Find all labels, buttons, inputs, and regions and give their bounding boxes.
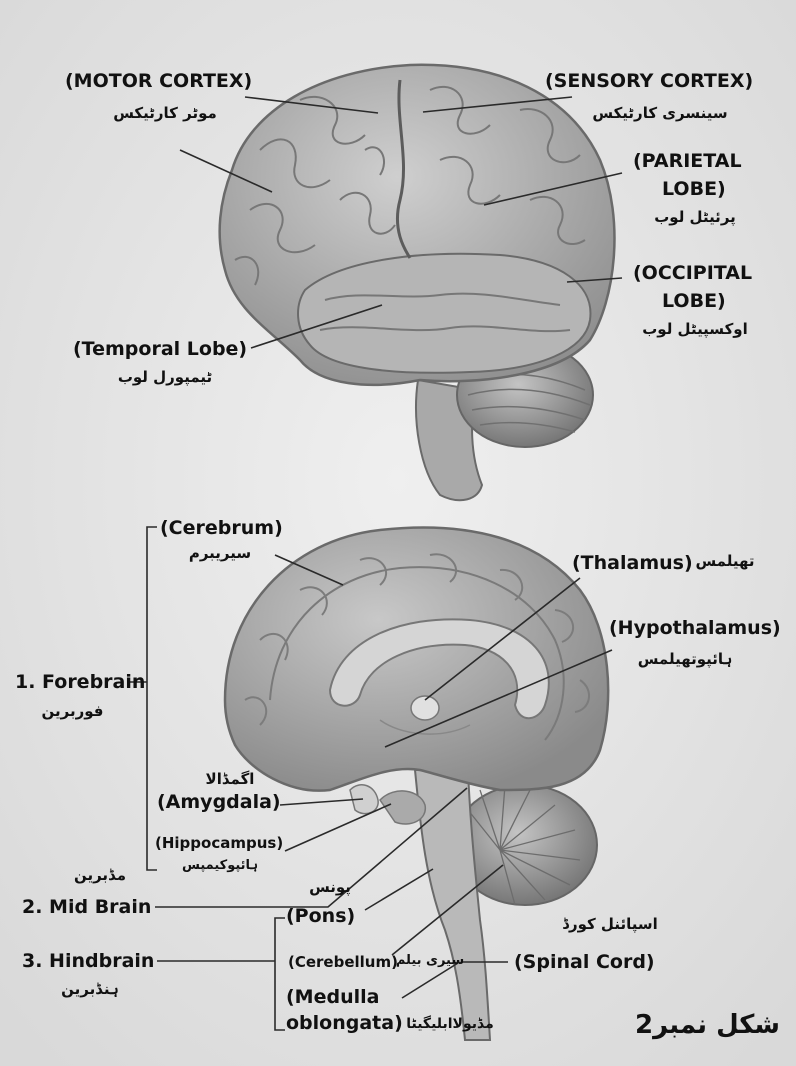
label-thalamus-urdu: تھیلمس (690, 552, 760, 570)
label-pons-urdu: پونس (290, 878, 370, 896)
temporal-lobe-shape (298, 254, 590, 373)
label-forebrain-urdu: فوربرین (20, 702, 125, 720)
label-medulla-urdu: مڈیولاابلیگیٹا (395, 1015, 505, 1033)
label-sensory-cortex: (SENSORY CORTEX) (545, 70, 753, 92)
label-cerebellum-urdu: سیری بیلم (395, 952, 465, 970)
label-spinal-cord-urdu: اسپائنل کورڈ (550, 915, 670, 933)
label-cerebrum: (Cerebrum) (160, 517, 283, 539)
label-hindbrain-urdu: ہنڈبرین (40, 980, 140, 998)
label-parietal-urdu: پرئیٹل لوب (640, 208, 750, 226)
label-temporal-lobe: (Temporal Lobe) (73, 338, 247, 360)
label-parietal-line2: LOBE) (662, 178, 726, 200)
label-cerebrum-urdu: سیریبرم (170, 544, 270, 562)
label-hippocampus-urdu: ہائپوکیمپس (170, 857, 270, 875)
label-medulla-line1: (Medulla (286, 986, 379, 1008)
label-hippocampus: (Hippocampus) (155, 832, 283, 854)
label-amygdala-urdu: اگمڈالا (180, 770, 280, 788)
label-temporal-lobe-urdu: ٹیمپورل لوب (90, 368, 240, 386)
label-medulla-line2: oblongata) (286, 1012, 403, 1034)
label-hypothalamus: (Hypothalamus) (609, 617, 781, 639)
label-midbrain-urdu: مڈبرین (55, 866, 145, 884)
label-cerebellum: (Cerebellum) (288, 951, 398, 973)
label-pons: (Pons) (286, 905, 355, 927)
label-midbrain: 2. Mid Brain (22, 896, 151, 918)
label-motor-cortex: (MOTOR CORTEX) (65, 70, 252, 92)
label-hindbrain: 3. Hindbrain (22, 950, 154, 972)
label-occipital-line1: (OCCIPITAL (633, 262, 752, 284)
label-amygdala: (Amygdala) (157, 791, 281, 813)
label-spinal-cord: (Spinal Cord) (514, 951, 655, 973)
label-motor-cortex-urdu: موٹر کارٹیکس (80, 104, 250, 122)
label-parietal-line1: (PARIETAL (633, 150, 742, 172)
label-forebrain: 1. Forebrain (15, 671, 145, 693)
label-occipital-urdu: اوکسپیٹل لوب (640, 320, 750, 338)
label-occipital-line2: LOBE) (662, 290, 726, 312)
figure-title: شکل نمبر2 (670, 1010, 780, 1040)
label-thalamus: (Thalamus) (572, 552, 693, 574)
label-sensory-cortex-urdu: سینسری کارٹیکس (580, 104, 740, 122)
label-hypothalamus-urdu: ہائپوتھیلمس (630, 650, 740, 668)
